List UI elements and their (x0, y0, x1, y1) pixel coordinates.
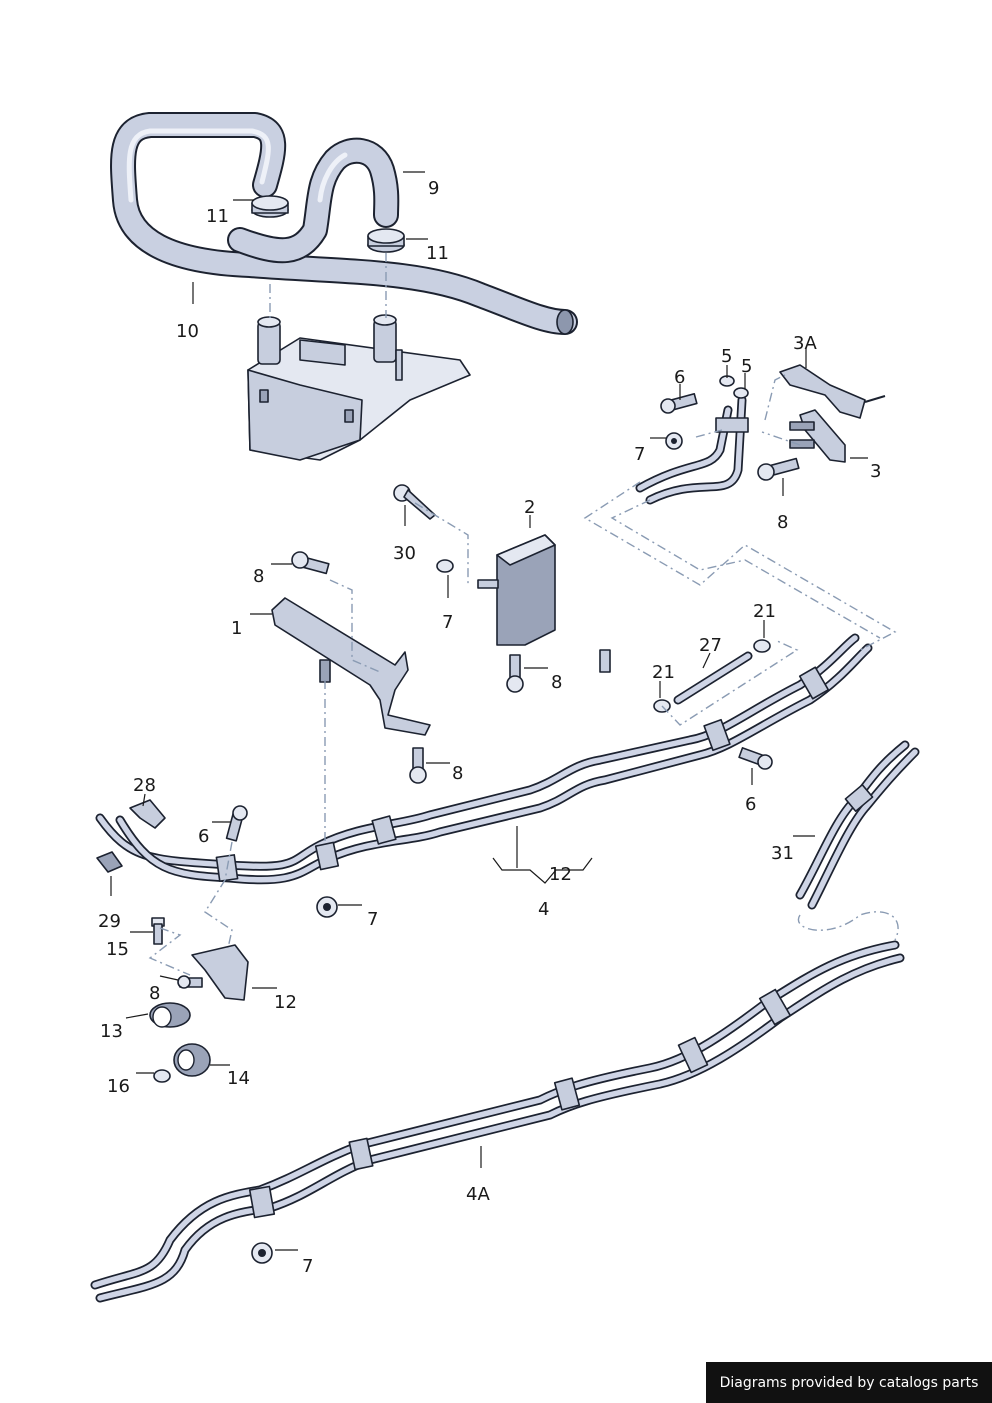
callout-28: 28 (133, 775, 156, 796)
hose-clamp-left (251, 195, 289, 218)
callout-21-lower: 21 (652, 662, 675, 683)
callout-6-right: 6 (745, 794, 756, 815)
callout-21-upper: 21 (753, 601, 776, 622)
callout-6-left: 6 (198, 826, 209, 847)
coolant-hose-assembly (110, 112, 578, 335)
pipe-27 (653, 639, 771, 713)
cooler-line-4a (90, 940, 905, 1303)
callout-13: 13 (100, 1021, 123, 1042)
callout-1: 1 (231, 618, 242, 639)
credit-banner: Diagrams provided by catalogs parts (706, 1362, 992, 1403)
credit-text: Diagrams provided by catalogs parts (719, 1374, 979, 1391)
callout-7-bottom: 7 (302, 1256, 313, 1277)
bolts-center (291, 551, 524, 784)
upper-right-pipes (635, 395, 749, 505)
callout-4: 4 (538, 899, 549, 920)
callout-2: 2 (524, 497, 535, 518)
callout-30: 30 (393, 543, 416, 564)
callout-3: 3 (870, 461, 881, 482)
leader-lines (110, 171, 868, 1251)
line-31 (795, 740, 920, 910)
callout-31: 31 (771, 843, 794, 864)
callout-12-upper: 12 (549, 864, 572, 885)
callout-9: 9 (428, 178, 439, 199)
bracket-3a (779, 364, 886, 419)
assembly-lines (148, 253, 899, 976)
callout-12-lower: 12 (274, 992, 297, 1013)
callout-10: 10 (176, 321, 199, 342)
screw-30 (393, 484, 436, 520)
callout-7-upper-right: 7 (634, 444, 645, 465)
callout-11-right: 11 (426, 243, 449, 264)
bracket-1 (271, 597, 431, 736)
callout-8-center-lower: 8 (452, 763, 463, 784)
callout-8-center-right: 8 (551, 672, 562, 693)
callout-5-b: 5 (741, 356, 752, 377)
callout-5-a: 5 (721, 346, 732, 367)
callouts: 9 11 11 10 6 5 5 3A 7 3 8 30 2 8 7 1 8 2… (98, 178, 881, 1277)
callout-7-left-line: 7 (367, 909, 378, 930)
small-parts-left (96, 799, 338, 1083)
oil-cooler (247, 314, 471, 461)
callout-4a: 4A (466, 1184, 490, 1205)
callout-14: 14 (227, 1068, 250, 1089)
callout-7-center: 7 (442, 612, 453, 633)
callout-11-left: 11 (206, 206, 229, 227)
hose-clamp-right (367, 228, 405, 253)
callout-8-upper-right: 8 (777, 512, 788, 533)
callout-27: 27 (699, 635, 722, 656)
cooler-line-4 (95, 633, 873, 885)
callout-29: 29 (98, 911, 121, 932)
bolts-upper-right (660, 375, 800, 481)
callout-8-left: 8 (149, 983, 160, 1004)
callout-16: 16 (107, 1076, 130, 1097)
callout-6-upper-right: 6 (674, 367, 685, 388)
callout-15: 15 (106, 939, 129, 960)
bolt-6-right (738, 747, 773, 770)
callout-3a: 3A (793, 333, 817, 354)
bracket-2 (477, 534, 556, 646)
bracket-3 (789, 409, 846, 463)
callout-8-center-upper: 8 (253, 566, 264, 587)
